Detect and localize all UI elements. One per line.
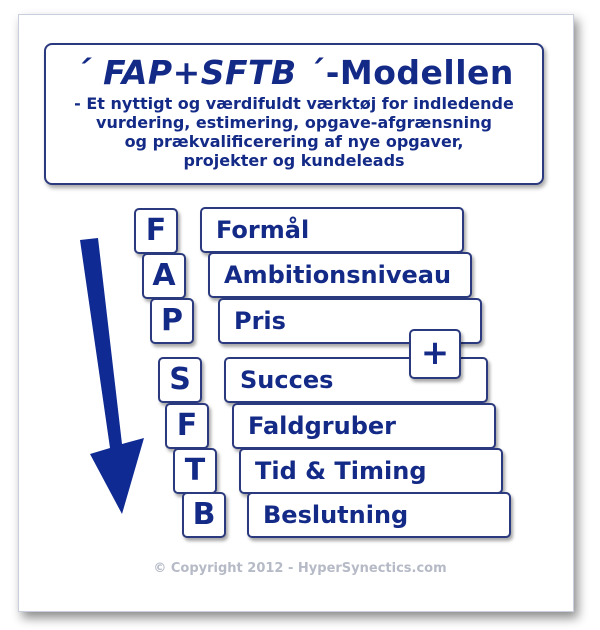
- title-suffix: ´-Modellen: [308, 53, 514, 92]
- step-letter-s: S: [158, 357, 202, 403]
- step-letter-a: A: [142, 253, 186, 299]
- step-letter-p: P: [150, 298, 194, 344]
- title-model-name: FAP+SFTB: [103, 53, 297, 92]
- plus-sign-box: +: [409, 329, 461, 379]
- title-prefix: ´: [74, 53, 92, 92]
- step-letter-f2: F: [165, 403, 209, 449]
- step-label-faldgruber: Faldgruber: [232, 403, 496, 449]
- step-letter-f: F: [134, 208, 178, 254]
- step-letter-b: B: [182, 492, 226, 538]
- step-label-tid-timing: Tid & Timing: [239, 448, 503, 494]
- step-label-ambitionsniveau: Ambitionsniveau: [208, 252, 472, 298]
- page-title: ´ FAP+SFTB ´-Modellen: [46, 53, 542, 92]
- step-label-beslutning: Beslutning: [247, 492, 511, 538]
- down-arrow-icon: [80, 238, 144, 514]
- step-letter-t: T: [173, 448, 217, 494]
- step-label-formal: Formål: [200, 207, 464, 253]
- title-box: ´ FAP+SFTB ´-Modellen - Et nyttigt og væ…: [44, 43, 544, 185]
- step-label-pris: Pris: [218, 298, 482, 344]
- copyright-text: © Copyright 2012 - HyperSynectics.com: [153, 561, 447, 576]
- subtitle: - Et nyttigt og værdifuldt værktøj for i…: [74, 94, 514, 170]
